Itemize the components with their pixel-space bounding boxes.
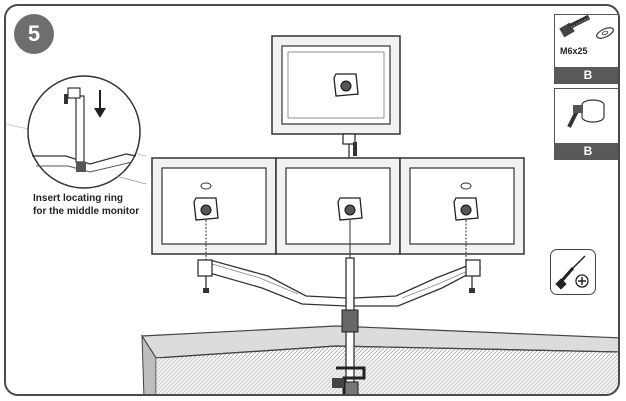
part-locating-ring: B bbox=[554, 88, 618, 160]
phillips-screwdriver-icon bbox=[555, 255, 589, 290]
middle-monitor bbox=[275, 157, 401, 258]
right-monitor bbox=[399, 157, 525, 264]
detail-inset bbox=[27, 75, 141, 189]
screw-size-label: M6x25 bbox=[560, 46, 588, 56]
part-screw: M6x25 B bbox=[554, 14, 618, 84]
step-number-badge: 5 bbox=[14, 14, 54, 54]
instruction-caption: Insert locating ring for the middle moni… bbox=[33, 192, 183, 218]
part-letter-label: B bbox=[555, 143, 618, 159]
locating-ring-icon bbox=[567, 99, 605, 128]
parts-panel: M6x25 B B bbox=[554, 14, 618, 160]
instruction-line-2: for the middle monitor bbox=[33, 206, 140, 217]
desk bbox=[140, 325, 618, 394]
assembly-illustration bbox=[6, 35, 618, 394]
desk-clamp bbox=[332, 366, 366, 394]
monitor-arms bbox=[197, 259, 482, 307]
left-monitor bbox=[151, 157, 277, 262]
down-arrow-icon bbox=[94, 108, 106, 118]
center-pole bbox=[341, 257, 359, 394]
instruction-frame: 5 Insert locating ring for the middle mo… bbox=[4, 4, 620, 396]
top-monitor bbox=[271, 35, 401, 135]
tool-box bbox=[550, 249, 596, 295]
screw-and-washer-icon bbox=[559, 15, 614, 39]
part-letter-label: B bbox=[555, 67, 618, 83]
instruction-line-1: Insert locating ring bbox=[33, 193, 124, 204]
